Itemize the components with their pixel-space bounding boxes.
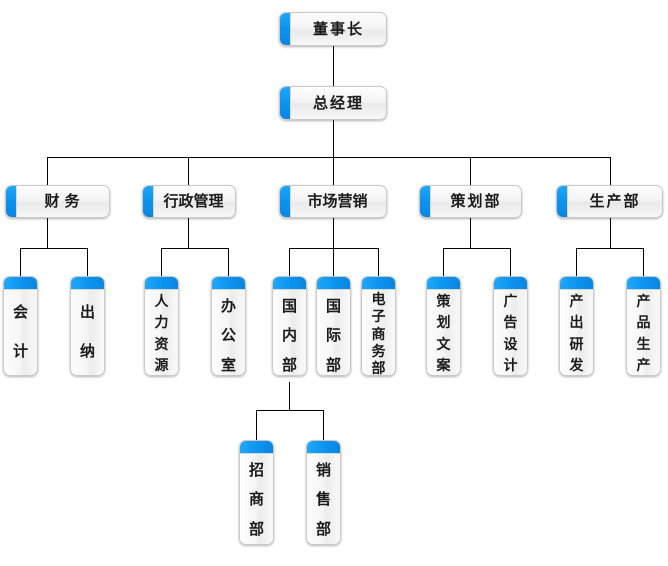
connector-administration-bus — [161, 248, 229, 249]
connector-drop-sales — [323, 410, 324, 440]
node-human-resources[interactable]: 人 力 资 源 — [144, 276, 179, 376]
connector-finance-stub — [47, 218, 48, 248]
accent-bar-icon — [420, 186, 431, 217]
connector-finance-bus — [20, 248, 88, 249]
node-domestic-dept-label: 国 内 部 — [281, 297, 297, 374]
node-marketing-label: 市场营销 — [307, 192, 368, 210]
accent-cap-icon — [317, 277, 350, 290]
connector-drop-cashier — [87, 248, 88, 276]
node-domestic-dept[interactable]: 国 内 部 — [272, 276, 307, 376]
node-human-resources-label: 人 力 资 源 — [154, 294, 169, 374]
connector-drop-administration — [188, 157, 189, 185]
node-ecommerce-dept-label: 电 子 商 务 部 — [371, 292, 386, 376]
node-general-manager-label: 总经理 — [312, 93, 364, 112]
connector-domestic-bus — [256, 410, 324, 411]
node-ad-design-label: 广 告 设 计 — [503, 294, 518, 374]
node-cashier[interactable]: 出 纳 — [70, 276, 105, 376]
node-general-manager[interactable]: 总经理 — [279, 86, 387, 120]
node-investment-dept[interactable]: 招 商 部 — [239, 440, 274, 545]
accent-bar-icon — [280, 13, 291, 45]
accent-bar-icon — [6, 186, 17, 217]
accent-bar-icon — [280, 87, 291, 119]
accent-cap-icon — [145, 277, 178, 290]
accent-cap-icon — [427, 277, 460, 290]
node-administration[interactable]: 行政管理 — [142, 185, 236, 218]
accent-bar-icon — [557, 186, 568, 217]
node-sales-dept-label: 销 售 部 — [315, 461, 331, 538]
connector-administration-stub — [188, 218, 189, 248]
connector-domestic-stub — [289, 382, 290, 410]
connector-drop-investment — [256, 410, 257, 440]
connector-drop-marketing — [333, 157, 334, 185]
connector-drop-accounting — [20, 248, 21, 276]
connector-production-bus — [576, 248, 644, 249]
node-planning-label: 策划部 — [450, 192, 502, 210]
node-ad-design[interactable]: 广 告 设 计 — [493, 276, 528, 376]
connector-drop-office — [228, 248, 229, 276]
accent-cap-icon — [240, 441, 273, 454]
accent-cap-icon — [307, 441, 340, 454]
node-planning-copy-label: 策 划 文 案 — [436, 294, 451, 374]
node-sales-dept[interactable]: 销 售 部 — [306, 440, 341, 545]
node-production[interactable]: 生产部 — [556, 185, 663, 218]
node-accounting-label: 会 计 — [12, 303, 28, 360]
connector-drop-production — [610, 157, 611, 185]
node-marketing[interactable]: 市场营销 — [279, 185, 387, 218]
connector-marketing-bus — [289, 248, 379, 249]
connector-drop-finance — [47, 157, 48, 185]
connector-drop-product-manufacturing — [643, 248, 644, 276]
accent-cap-icon — [627, 277, 660, 290]
node-investment-dept-label: 招 商 部 — [248, 461, 264, 538]
accent-cap-icon — [212, 277, 245, 290]
connector-gm-stub — [333, 120, 334, 157]
accent-cap-icon — [4, 277, 37, 290]
node-administration-label: 行政管理 — [163, 192, 224, 210]
connector-drop-human-resources — [161, 248, 162, 276]
node-accounting[interactable]: 会 计 — [3, 276, 38, 376]
accent-cap-icon — [71, 277, 104, 290]
connector-drop-output-rd — [576, 248, 577, 276]
connector-drop-international — [333, 248, 334, 276]
connector-marketing-stub — [333, 218, 334, 248]
node-finance[interactable]: 财务 — [5, 185, 110, 218]
connector-chairman-to-gm — [333, 46, 334, 86]
accent-bar-icon — [280, 186, 291, 217]
node-product-manufacturing-label: 产 品 生 产 — [636, 294, 651, 374]
accent-cap-icon — [560, 277, 593, 290]
accent-cap-icon — [273, 277, 306, 290]
node-chairman-label: 董事长 — [312, 19, 364, 38]
accent-cap-icon — [362, 277, 395, 290]
accent-bar-icon — [143, 186, 154, 217]
node-finance-label: 财务 — [44, 192, 85, 210]
node-cashier-label: 出 纳 — [79, 303, 95, 360]
connector-planning-stub — [470, 218, 471, 248]
accent-cap-icon — [494, 277, 527, 290]
connector-level3-bus — [47, 157, 611, 158]
connector-production-stub — [610, 218, 611, 248]
node-international-dept[interactable]: 国 际 部 — [316, 276, 351, 376]
connector-drop-planning-copy — [443, 248, 444, 276]
node-product-manufacturing[interactable]: 产 品 生 产 — [626, 276, 661, 376]
node-production-label: 生产部 — [589, 192, 641, 210]
connector-drop-planning — [470, 157, 471, 185]
node-office[interactable]: 办 公 室 — [211, 276, 246, 376]
node-planning-copy[interactable]: 策 划 文 案 — [426, 276, 461, 376]
node-office-label: 办 公 室 — [220, 297, 236, 374]
node-ecommerce-dept[interactable]: 电 子 商 务 部 — [361, 276, 396, 376]
node-planning[interactable]: 策划部 — [419, 185, 522, 218]
node-output-rd[interactable]: 产 出 研 发 — [559, 276, 594, 376]
node-international-dept-label: 国 际 部 — [325, 297, 341, 374]
node-chairman[interactable]: 董事长 — [279, 12, 387, 46]
connector-planning-bus — [443, 248, 511, 249]
node-output-rd-label: 产 出 研 发 — [569, 294, 584, 374]
connector-drop-domestic — [289, 248, 290, 276]
connector-drop-ad-design — [510, 248, 511, 276]
connector-drop-ecommerce — [378, 248, 379, 276]
